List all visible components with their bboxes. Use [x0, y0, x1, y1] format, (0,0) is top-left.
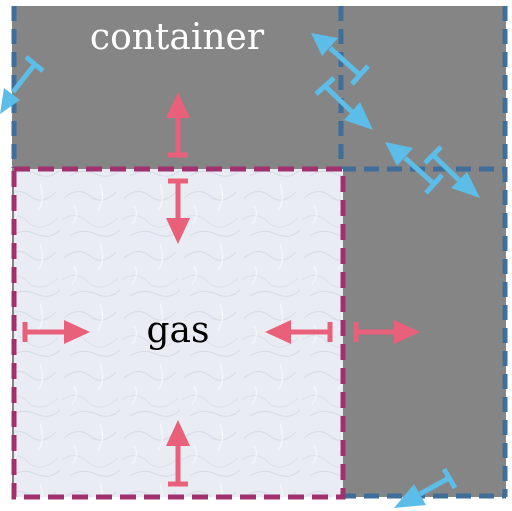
gas-force-arrow-right-outward — [353, 320, 420, 344]
container-force-arrow-top-left — [0, 55, 45, 114]
container-label: container — [90, 17, 265, 58]
gas-force-arrow-top-inward — [166, 178, 190, 244]
gas-force-arrow-right-inward — [265, 320, 333, 344]
gas-force-arrow-bottom — [166, 420, 190, 487]
container-force-arrow-bottom — [394, 467, 458, 508]
container-force-arrow-middle-diagonal — [314, 76, 373, 130]
gas-force-arrows — [22, 92, 420, 487]
gas-force-arrow-top-outward — [166, 92, 190, 158]
container-force-arrow-corner-left — [385, 142, 444, 195]
container-force-arrow-corner-right — [423, 145, 480, 198]
gas-label: gas — [147, 310, 210, 351]
gas-boundary — [11, 166, 346, 500]
gas-force-arrow-left-inward — [22, 320, 90, 344]
container-force-arrow-upper-diagonal — [311, 33, 370, 86]
container-force-arrows — [0, 33, 480, 508]
